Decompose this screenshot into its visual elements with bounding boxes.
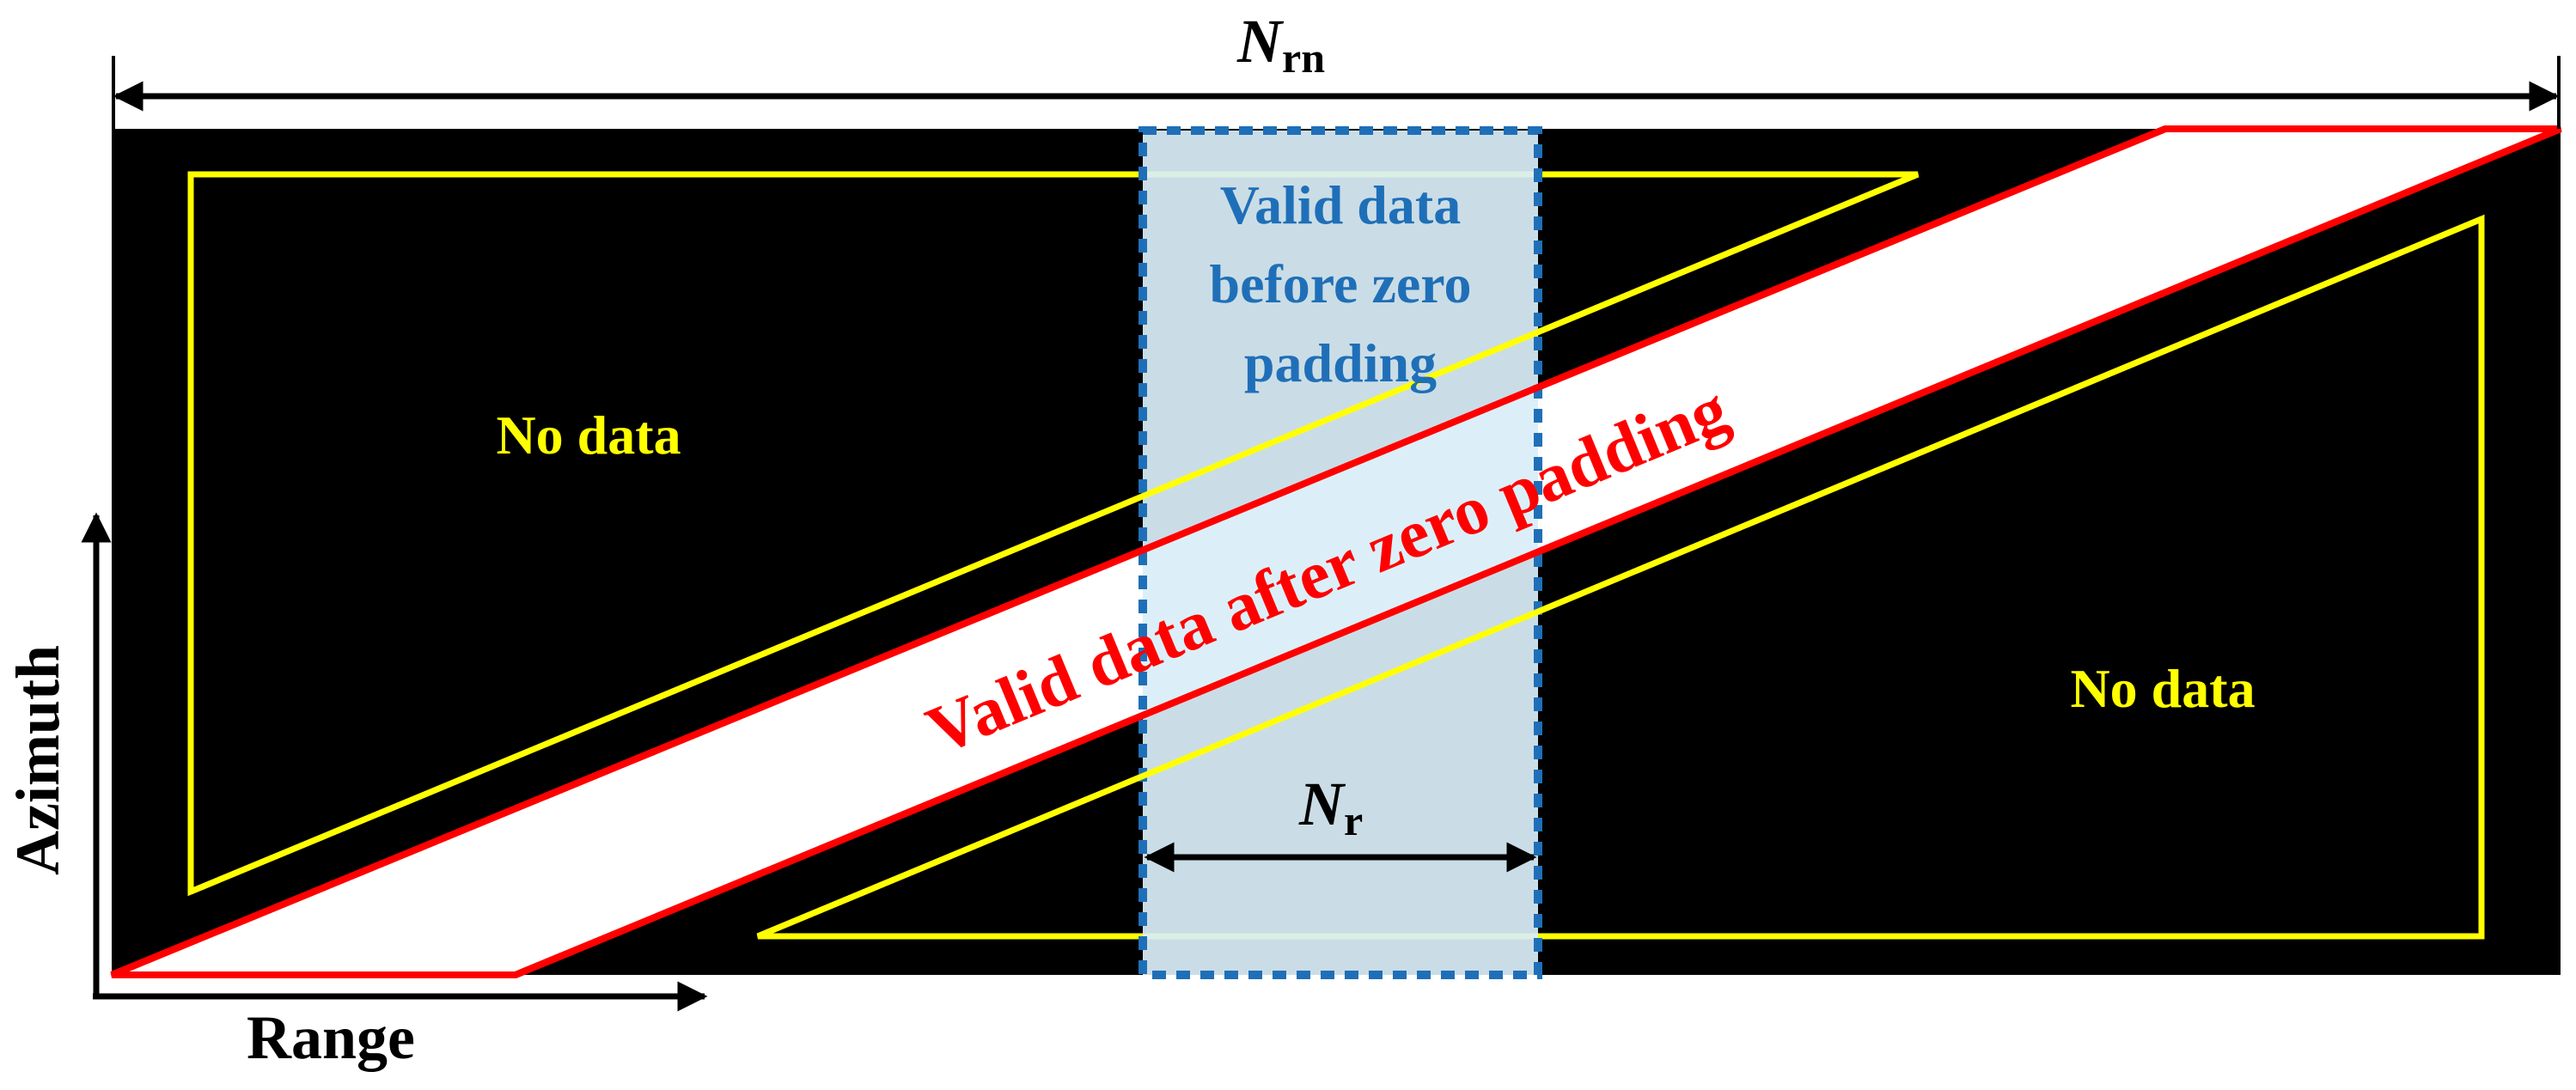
valid-after-upper-edge-overlay xyxy=(110,125,2167,978)
nr-label-main: N xyxy=(1298,770,1346,838)
valid-before-label-line2: before zero xyxy=(1209,253,1471,314)
no-data-left-diagonal-overlay xyxy=(189,171,1920,895)
valid-before-label-line1: Valid data xyxy=(1220,174,1461,235)
nrn-label-main: N xyxy=(1236,7,1285,76)
valid-after-lower-edge-overlay xyxy=(514,125,2562,978)
range-axis-label: Range xyxy=(247,1003,415,1072)
valid-before-label-line3: padding xyxy=(1244,332,1437,393)
azimuth-axis-label: Azimuth xyxy=(3,645,72,875)
nr-label: Nr xyxy=(1298,770,1363,844)
nrn-label-subscript: rn xyxy=(1282,33,1325,82)
nrn-label: Nrn xyxy=(1236,7,1325,82)
no-data-right-diagonal-overlay xyxy=(756,216,2483,940)
no-data-label-right: No data xyxy=(2070,658,2255,719)
nr-label-subscript: r xyxy=(1344,796,1363,844)
no-data-label-left: No data xyxy=(496,405,681,466)
